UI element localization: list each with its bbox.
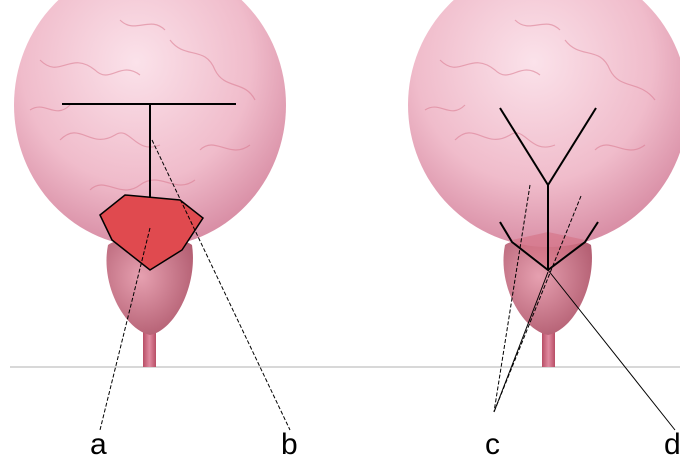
right-figure <box>408 0 680 430</box>
label-b: b <box>281 430 298 460</box>
label-d: d <box>664 430 680 460</box>
left-figure <box>14 0 290 430</box>
label-c: c <box>485 430 500 460</box>
right-bladder <box>408 0 680 247</box>
leader-line-d <box>548 270 675 430</box>
label-a: a <box>90 430 107 460</box>
